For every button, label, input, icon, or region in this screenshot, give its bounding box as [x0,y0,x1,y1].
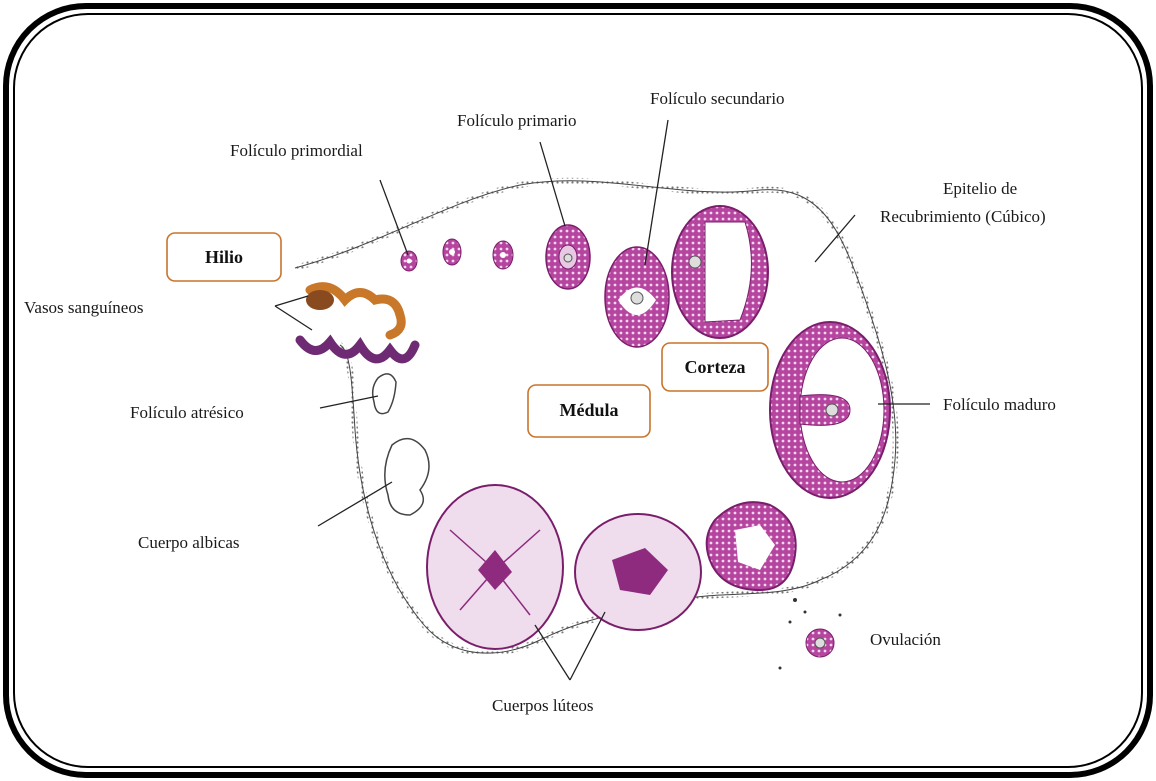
label-vasos: Vasos sanguíneos [24,298,143,317]
corpus-albicans [385,439,429,515]
label-luteos: Cuerpos lúteos [492,696,594,715]
box-corteza-label: Corteza [685,357,746,377]
ovulated-oocyte [779,598,842,670]
label-epitelio-line2: Recubrimiento (Cúbico) [880,207,1046,226]
primary-follicle [546,225,590,289]
label-atresico: Folículo atrésico [130,403,244,422]
atretic-follicle [373,374,396,414]
antral-follicle [672,206,768,338]
label-ovulacion: Ovulación [870,630,941,649]
corpus-luteum-left [427,485,563,649]
secondary-follicle [605,247,669,347]
box-hilio-label: Hilio [205,247,243,267]
box-medula: Médula [528,385,650,437]
label-primordial: Folículo primordial [230,141,363,160]
label-secundario: Folículo secundario [650,89,785,108]
label-maduro: Folículo maduro [943,395,1056,414]
box-hilio: Hilio [167,233,281,281]
box-medula-label: Médula [559,400,618,420]
primordial-follicles [401,239,513,271]
ruptured-follicle [707,502,796,590]
box-corteza: Corteza [662,343,768,391]
blood-vessels [300,287,415,359]
mature-follicle [770,322,890,498]
corpus-luteum-right [575,514,701,630]
label-primario: Folículo primario [457,111,576,130]
label-albicas: Cuerpo albicas [138,533,240,552]
label-epitelio-line1: Epitelio de [943,179,1017,198]
